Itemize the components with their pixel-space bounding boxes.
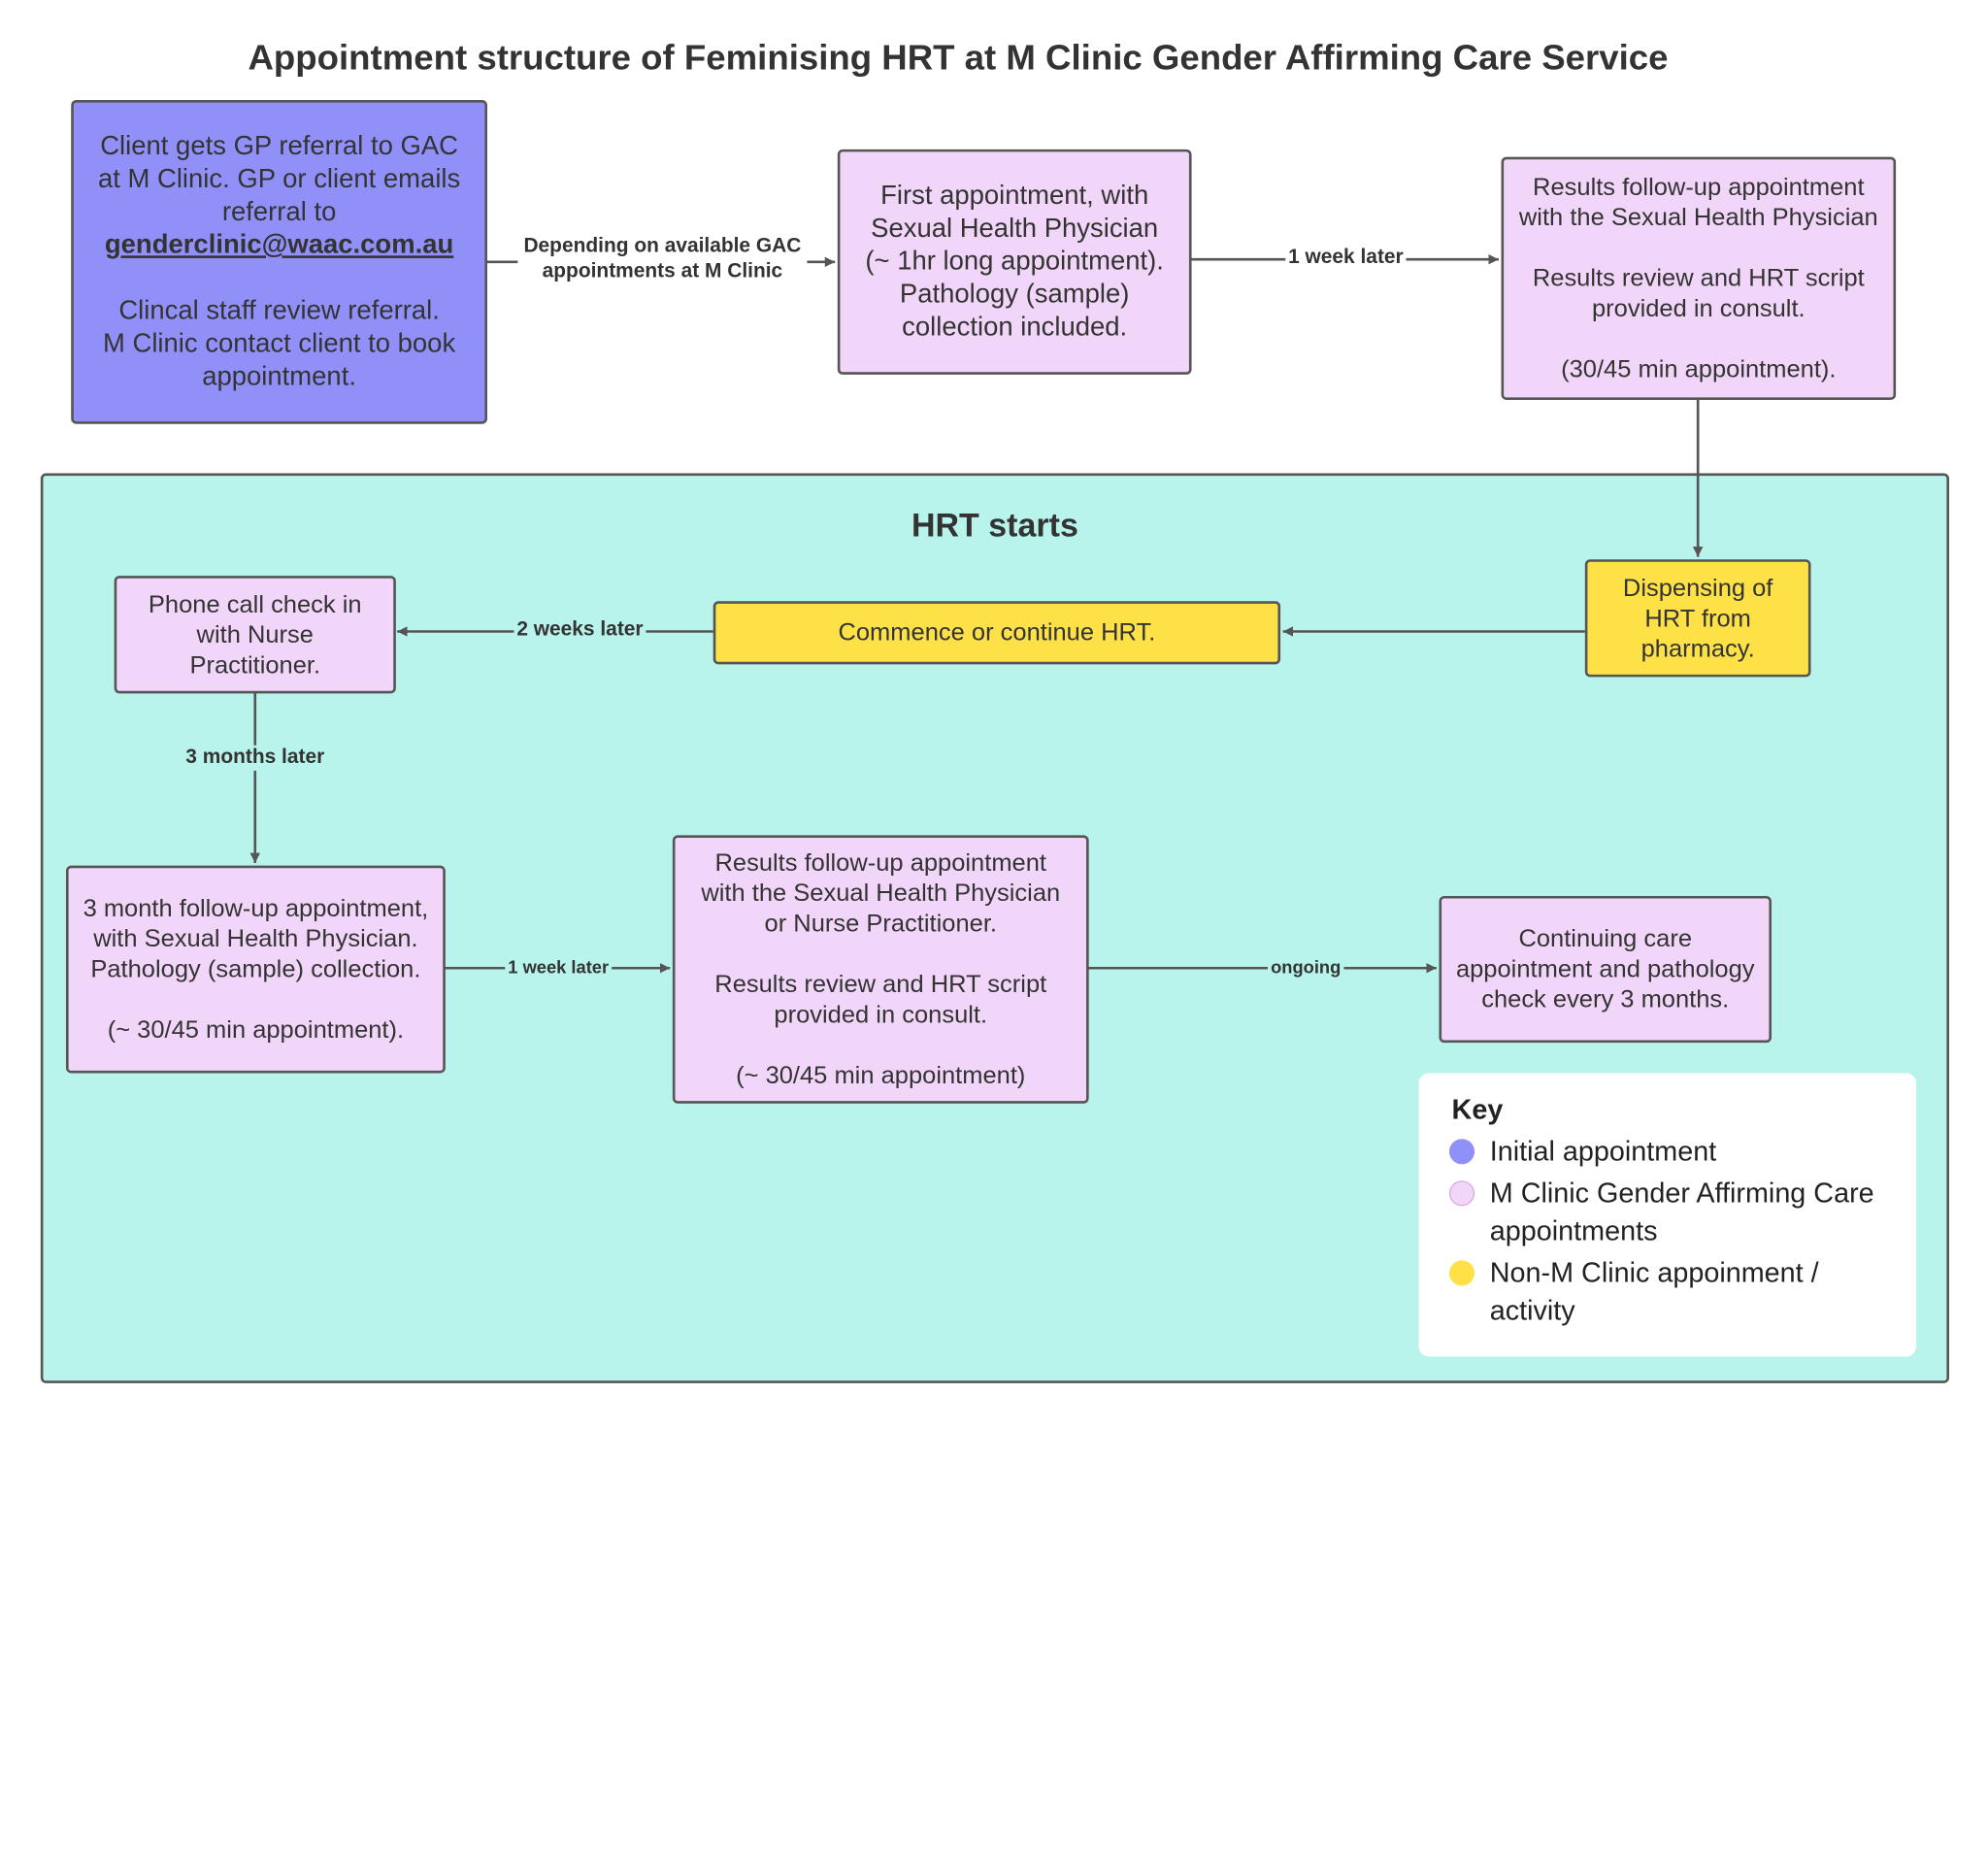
phone-check-text: Phone call check in with Nurse Practitio… (148, 590, 362, 680)
edge-label-results-to-continuing: ongoing (1267, 953, 1344, 979)
dispensing-box: Dispensing of HRT from pharmacy. (1584, 559, 1811, 678)
commence-hrt-text: Commence or continue HRT. (838, 618, 1156, 647)
hrt-starts-title: HRT starts (911, 506, 1078, 545)
results-followup-2-text: Results follow-up appointment with the S… (701, 848, 1061, 1090)
three-month-followup-text: 3 month follow-up appointment, with Sexu… (83, 894, 429, 1045)
legend-item-initial: Initial appointment (1448, 1133, 1880, 1171)
legend-title: Key (1451, 1093, 1504, 1125)
legend-swatch-initial (1448, 1139, 1475, 1165)
legend-item-non-m-clinic: Non-M Clinic appoinment / activity (1448, 1254, 1880, 1330)
results-followup-1-text: Results follow-up appointment with the S… (1518, 173, 1878, 383)
dispensing-text: Dispensing of HRT from pharmacy. (1622, 574, 1773, 663)
legend-label-non-m-clinic: Non-M Clinic appoinment / activity (1489, 1256, 1819, 1327)
edge-label-referral-to-first: Depending on available GAC appointments … (517, 234, 808, 285)
first-appointment-box: First appointment, with Sexual Health Ph… (837, 149, 1192, 375)
edge-label-three-month-to-results: 1 week later (505, 953, 613, 979)
first-appointment-text: First appointment, with Sexual Health Ph… (865, 181, 1164, 342)
legend-swatch-gac (1448, 1180, 1475, 1207)
results-followup-2-box: Results follow-up appointment with the S… (672, 835, 1089, 1104)
diagram-title: Appointment structure of Feminising HRT … (248, 38, 1669, 78)
referral-email-link[interactable]: genderclinic@waac.com.au (104, 230, 454, 260)
legend-item-gac: M Clinic Gender Affirming Care appointme… (1448, 1175, 1880, 1250)
continuing-care-text: Continuing care appointment and patholog… (1455, 924, 1755, 1014)
edge-label-commence-to-phone: 2 weeks later (514, 617, 646, 644)
legend-label-gac: M Clinic Gender Affirming Care appointme… (1489, 1177, 1874, 1247)
phone-check-box: Phone call check in with Nurse Practitio… (114, 576, 396, 694)
legend: Key Initial appointment M Clinic Gender … (1418, 1073, 1917, 1357)
referral-text-2: Clincal staff review referral. M Clinic … (103, 296, 456, 391)
legend-swatch-non-m-clinic (1448, 1260, 1475, 1286)
referral-text-1: Client gets GP referral to GAC at M Clin… (97, 131, 461, 227)
edge-label-phone-to-three-month: 3 months later (179, 745, 332, 771)
commence-hrt-box: Commence or continue HRT. (712, 601, 1281, 665)
referral-box: Client gets GP referral to GAC at M Clin… (71, 99, 488, 424)
edge-label-first-to-results: 1 week later (1285, 245, 1407, 271)
results-followup-1-box: Results follow-up appointment with the S… (1501, 156, 1897, 400)
legend-label-initial: Initial appointment (1489, 1135, 1717, 1167)
three-month-followup-box: 3 month follow-up appointment, with Sexu… (65, 865, 446, 1074)
continuing-care-box: Continuing care appointment and patholog… (1439, 895, 1772, 1044)
